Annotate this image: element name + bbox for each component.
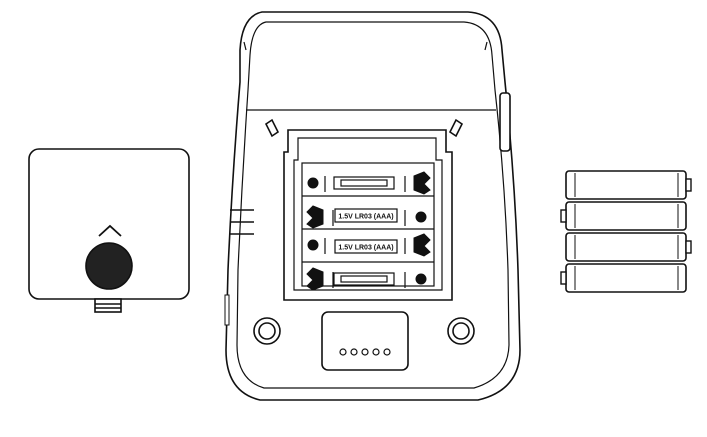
device-inner-shell <box>236 21 510 389</box>
screw-left <box>253 317 281 345</box>
cell-label-box-3 <box>334 239 398 254</box>
chevron-up-icon <box>98 224 122 237</box>
connector-pin <box>372 348 380 356</box>
cell-emboss <box>333 176 395 286</box>
aaa-battery <box>565 232 692 262</box>
cell-label-box-2 <box>334 208 398 223</box>
screw-right <box>447 317 475 345</box>
battery-label-cell-3: 1.5V LR03 (AAA) <box>338 245 393 252</box>
latch-slot-right <box>448 118 464 138</box>
device-body <box>224 11 521 401</box>
connector-pin <box>339 348 347 356</box>
connector-pin <box>383 348 391 356</box>
battery-cover <box>28 148 190 313</box>
battery-compartment-inner <box>293 137 443 291</box>
cell-contacts <box>306 171 431 291</box>
connector-pin <box>350 348 358 356</box>
connector-block <box>321 311 409 371</box>
loose-batteries <box>560 170 692 293</box>
side-grip <box>230 209 254 235</box>
connector-pin <box>361 348 369 356</box>
aaa-battery <box>565 170 692 200</box>
battery-label-cell-2: 1.5V LR03 (AAA) <box>338 214 393 221</box>
connector-pins <box>339 348 391 356</box>
aaa-battery <box>560 263 687 293</box>
side-button <box>499 92 511 152</box>
cell-dividers <box>302 195 434 263</box>
polarity-marks <box>324 176 406 288</box>
cover-tab <box>94 298 122 313</box>
aaa-battery <box>560 201 687 231</box>
latch-slot-left <box>264 118 280 138</box>
cover-release-knob <box>85 242 133 290</box>
